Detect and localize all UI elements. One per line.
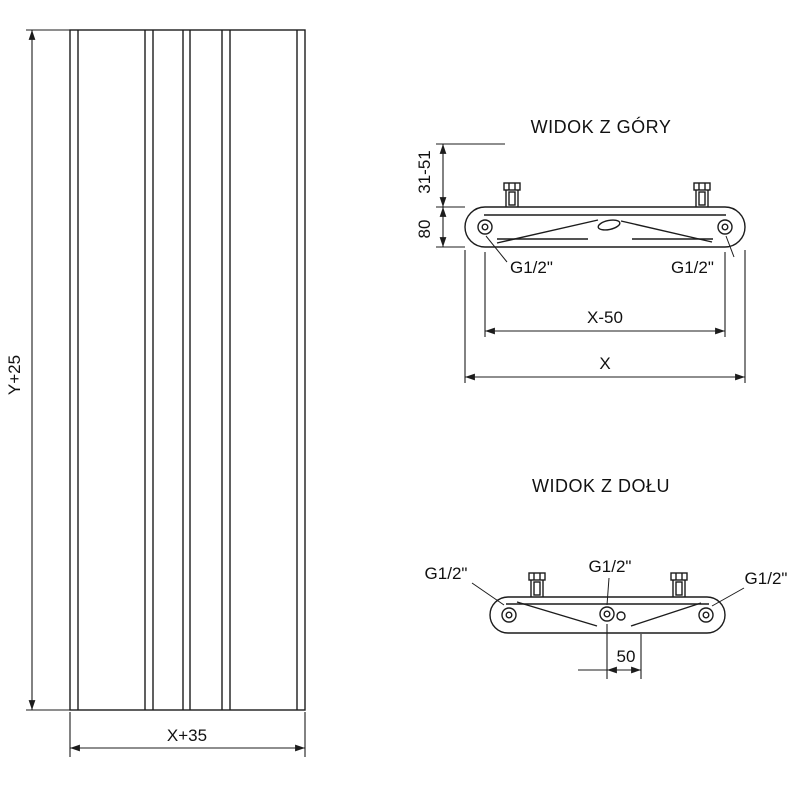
top-overall-width-label: X [599, 354, 610, 373]
top-depth-label: 80 [415, 220, 434, 239]
bottom-view-title: WIDOK Z DOŁU [532, 476, 670, 496]
top-port-spacing-dimension [484, 252, 726, 337]
front-height-dimension [26, 29, 70, 711]
top-view-left-wall-bracket [503, 182, 521, 208]
top-left-port-label: G1/2" [510, 258, 553, 277]
bottom-left-port-leader [471, 582, 505, 606]
top-wall-distance-dimension [436, 143, 505, 208]
top-left-port-leader [485, 235, 508, 263]
bottom-center-port-label: G1/2" [589, 557, 632, 576]
bottom-view-center-aux-port [616, 611, 626, 621]
bottom-view-center-port [599, 606, 615, 622]
front-view: Y+25 X+35 [5, 29, 306, 757]
bottom-right-port-label: G1/2" [745, 569, 788, 588]
top-wall-distance-label: 31-51 [415, 150, 434, 193]
bottom-view-left-wall-bracket [528, 572, 546, 598]
top-view-right-wall-bracket [693, 182, 711, 208]
bottom-view-left-port [501, 607, 517, 623]
top-view: WIDOK Z GÓRY 31-51 80 G1/2" [415, 116, 746, 383]
bottom-view-right-port [698, 607, 714, 623]
top-view-left-port [477, 219, 493, 235]
front-view-body [69, 29, 306, 711]
top-port-spacing-label: X-50 [587, 308, 623, 327]
top-overall-width-dimension [464, 250, 746, 383]
top-right-port-leader [725, 235, 735, 258]
front-width-dimension [69, 712, 306, 757]
top-view-title: WIDOK Z GÓRY [531, 116, 672, 137]
bottom-center-offset-dimension [578, 624, 642, 679]
top-view-right-port [717, 219, 733, 235]
bottom-right-port-leader [711, 587, 745, 607]
bottom-view-right-wall-bracket [670, 572, 688, 598]
bottom-center-offset-label: 50 [617, 647, 636, 666]
top-depth-dimension [436, 207, 465, 248]
bottom-left-port-label: G1/2" [425, 564, 468, 583]
top-right-port-label: G1/2" [671, 258, 714, 277]
bottom-center-port-leader [606, 577, 610, 606]
front-height-dimension-label: Y+25 [5, 355, 24, 395]
bottom-view: WIDOK Z DOŁU G1/2" G1/2" G1/2" 50 [425, 476, 788, 679]
top-view-body [464, 206, 746, 248]
front-width-dimension-label: X+35 [167, 726, 207, 745]
